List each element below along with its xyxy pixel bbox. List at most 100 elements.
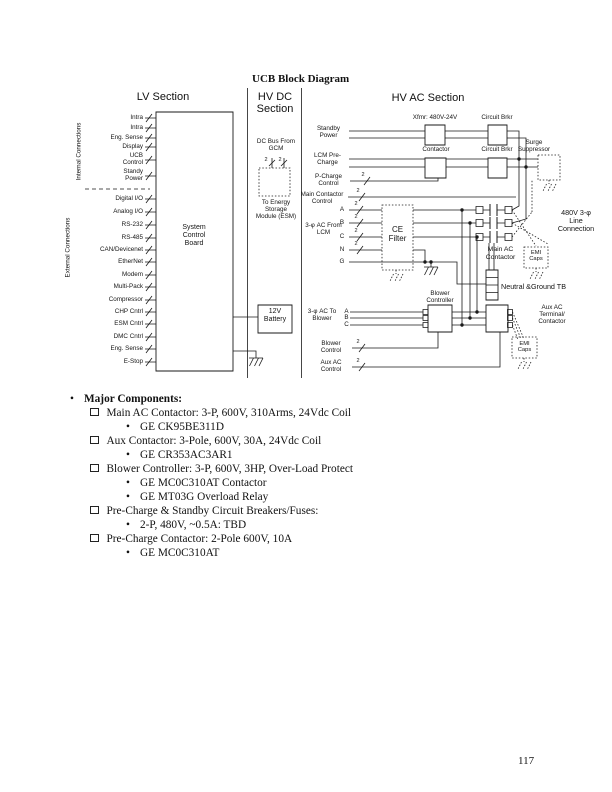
port-label: Intra [130,114,143,121]
svg-text:2: 2 [354,214,357,220]
circuit-breaker1-box [488,125,507,145]
blower-input-wires [350,312,423,325]
port-label: Display [122,143,143,150]
contact-terminal [476,207,483,214]
tb-dividers [486,278,498,293]
circuit-breaker2-label: Circuit Brkr [481,146,513,153]
phase-label-a: A [339,206,345,213]
aux-terminal-label: Aux AC Terminal/ Contactor [538,304,566,326]
item-text: Aux Contactor: 3-Pole, 600V, 30A, 24Vdc … [106,435,322,447]
port-label: Digital I/O [115,195,143,202]
port-label: Intra [130,124,143,131]
port-label: Compressor [108,296,143,303]
aux-control-slash [359,363,365,371]
subitem-text: GE MC0C310AT [140,547,220,559]
port-label: ESM Cntrl [114,320,143,327]
neutral-ground-tb-label: Neutral &Ground TB [501,282,566,291]
port-label: Standy Power [123,168,143,183]
contactor-to-tb-wires [489,243,494,270]
main-contactor-control-slash [359,193,365,201]
bullet-icon: • [126,449,130,461]
phase-label-g: G [339,258,345,265]
major-components-list: • Major Components: Main AC Contactor: 3… [70,392,570,560]
svg-text:2: 2 [278,157,281,163]
phase-wires [349,210,505,284]
port-label: DMC Cntrl [113,333,143,340]
ground-icon [423,266,439,276]
port-label: RS-485 [121,234,143,241]
ce-filter-label: CE Filter [388,225,407,243]
phase-label-b: B [339,219,345,226]
lv-section-header: LV Section [136,91,190,103]
battery-label: 12V Battery [263,308,287,323]
phase-label-n: N [339,246,345,253]
main-ac-contactor-label: Main AC Contactor [485,246,516,261]
blower-controller-box [428,305,452,332]
subitem-text: GE MT03G Overload Relay [140,491,269,503]
phase-bus-slashes [357,206,363,254]
list-item: Pre-Charge Contactor: 2-Pole 600V, 10A [70,532,570,546]
lcm-precharge-wires [349,159,538,167]
list-heading: Major Components: [84,393,183,405]
bullet-icon: • [126,421,130,433]
pcharge-control-label: P-Charge Control [315,173,342,188]
svg-text:2: 2 [354,241,357,247]
checkbox-icon [90,463,99,473]
port-label: CHP Cntrl [114,308,143,315]
blower-terminal [423,310,428,315]
checkbox-icon [90,533,99,543]
subitem-text: GE CR353AC3AR1 [140,449,233,461]
list-item: Main AC Contactor: 3-P, 600V, 310Arms, 2… [70,406,570,420]
main-contactor-control-label: Main Contactor Control [300,191,344,206]
blower-control-label: Blower Control [320,340,342,355]
svg-text:2: 2 [356,188,359,194]
dc-bus-slashes [269,160,287,166]
port-label: Modem [122,271,143,278]
svg-text:2: 2 [354,201,357,207]
field-wiring-dotted [512,180,548,246]
port-label: CAN/Devicenet [99,246,143,253]
page-number: 117 [518,755,535,767]
ground-icon [542,183,557,193]
surge-suppressor-label: Surge Suppressor [517,139,551,154]
contact-terminal [505,234,512,241]
emi-caps2-label: EMI Caps [517,341,532,354]
contactor-label: Contactor [422,146,450,153]
bullet-icon: • [126,491,130,503]
list-heading-row: • Major Components: [70,392,570,406]
port-label: RS-232 [121,221,143,228]
aux-contactor-box [486,305,508,332]
ce-filter-box [382,205,413,270]
svg-text:2: 2 [361,172,364,178]
dc-bus-label: DC Bus From GCM [256,138,296,153]
line-connection-label: 480V 3-φ Line Connection [557,208,595,234]
svg-text:2: 2 [354,228,357,234]
blower-phase-c: C [344,321,349,328]
esm-label: To Energy Storage Module (ESM) [255,199,297,221]
aux-field-dotted [513,312,525,340]
phase-drop-wires [462,210,477,325]
subitem-text: GE MC0C310AT Contactor [140,477,267,489]
port-label: Eng. Sense [110,134,143,141]
blower-terminal [423,316,428,321]
ground-icon [248,357,264,367]
circuit-breaker2-box [488,158,507,178]
ground-icon [529,271,544,281]
contact-terminal [505,207,512,214]
svg-text:2: 2 [356,358,359,364]
bullet-icon: • [126,547,130,559]
aux-control-wire [352,332,500,367]
svg-text:2: 2 [356,339,359,345]
from-lcm-label: 3-φ AC From LCM [305,222,342,237]
blower-controller-label: Blower Controller [426,290,454,305]
checkbox-icon [90,505,99,515]
contact-terminal [505,220,512,227]
lv-internal-wires [145,118,156,176]
pcharge-slash [364,177,370,185]
item-text: Blower Controller: 3-P, 600V, 3HP, Over-… [106,463,354,475]
xfmr-label: Xfmr: 480V-24V [412,114,458,121]
item-text: Pre-Charge Contactor: 2-Pole 600V, 10A [106,533,293,545]
subitem-text: 2-P, 480V, ~0.5A: TBD [140,519,247,531]
